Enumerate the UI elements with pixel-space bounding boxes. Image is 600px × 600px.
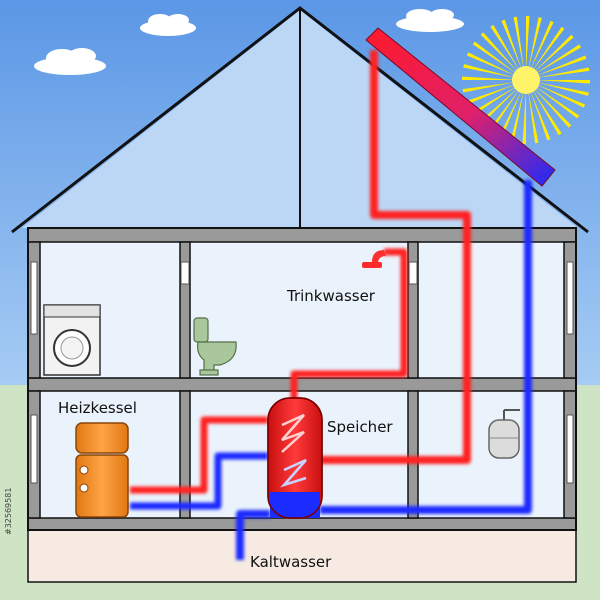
sun-ray [526,16,530,70]
sun-ray [470,85,518,116]
sun-ray [528,89,539,144]
sun-ray [535,82,589,96]
sun-ray [490,24,521,72]
sun-ray [535,67,590,78]
sun-ray [531,26,565,72]
boiler-icon [75,422,129,518]
cloud-right [396,9,464,32]
cloud-left [34,48,106,75]
toilet-icon [193,317,237,376]
sun-ray [480,32,519,73]
sun-ray [472,41,518,75]
foundation [27,529,577,583]
sun-ray [498,89,523,140]
label-heizkessel: Heizkessel [58,399,137,417]
sun-icon [462,16,590,144]
sun-ray [528,17,542,71]
sun-ray [465,83,517,105]
sun-ray [534,85,580,119]
solar-collector [365,27,556,187]
storage-tank-icon [267,397,323,519]
sun-ray [535,83,586,108]
label-kaltwasser: Kaltwasser [250,553,332,571]
sun-ray [535,55,587,77]
shower-head-icon [362,250,386,268]
sun-ray [533,34,574,73]
roof [11,6,589,234]
sun-ray [478,87,519,126]
sun-ray [536,80,590,84]
washing-machine-icon [43,304,101,376]
sun-ray [529,20,554,71]
sun-core [512,66,540,94]
windows [30,261,574,484]
sun-ray [529,89,551,141]
label-speicher: Speicher [327,418,393,436]
sun-ray [531,88,562,136]
label-trinkwasser: Trinkwasser [286,287,376,305]
sun-ray [513,16,524,71]
sun-ray [510,89,524,143]
expansion-vessel-icon [488,409,520,459]
sun-ray [522,90,526,144]
cloud-middle [140,14,196,36]
sun-ray [463,64,517,78]
sun-ray [534,44,582,75]
sun-ray [501,19,523,71]
stock-id-watermark: #32569581 [4,488,13,535]
sun-ray [466,52,517,77]
sun-ray [462,82,517,93]
sun-ray [533,87,572,128]
sun-ray [462,76,516,80]
pipes [130,50,532,560]
